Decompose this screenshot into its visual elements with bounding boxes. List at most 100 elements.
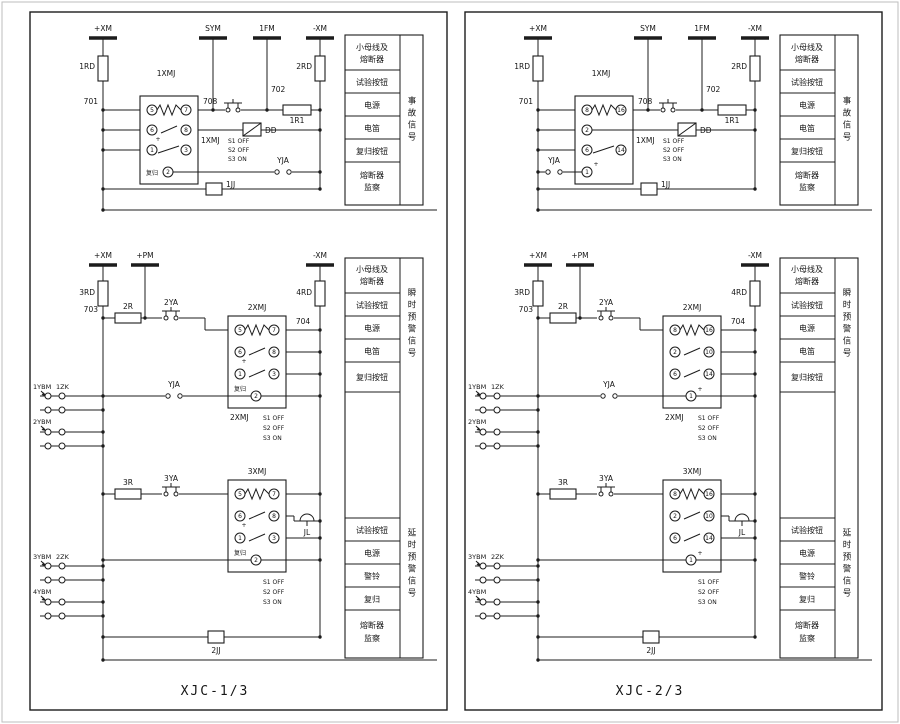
- legend-cell: 电源: [799, 548, 815, 558]
- relay-label: 1JJ: [661, 180, 670, 189]
- contact-number: 2: [254, 393, 258, 400]
- legend-cell: 电源: [364, 548, 380, 558]
- bus-label: +XM: [529, 24, 547, 33]
- junction-dots: [536, 108, 757, 212]
- legend-cell: 熔断器: [360, 54, 384, 64]
- bus-label: -XM: [313, 251, 327, 260]
- legend-cell: 监察: [364, 182, 380, 192]
- bus-plus-pm: +PM: [566, 251, 594, 318]
- contact-number: 3: [184, 147, 188, 154]
- relay-2jj: 2JJ: [207, 630, 225, 655]
- fuse-label: 3RD: [79, 288, 95, 297]
- bus-label: +XM: [529, 251, 547, 260]
- junction-dots: [101, 316, 322, 662]
- contact-number: 1: [238, 535, 242, 542]
- switch-state: S3 ON: [263, 599, 282, 606]
- legend-cell: 电笛: [364, 346, 380, 356]
- contact-number: 7: [184, 107, 188, 114]
- panel-caption: XJC-2/3: [616, 684, 685, 699]
- resistor-label: 3R: [123, 478, 133, 487]
- switch-state: S1 OFF: [263, 579, 285, 586]
- contact-number: 8: [585, 107, 589, 114]
- horn-label: DD: [700, 126, 712, 135]
- legend-cell: 试验按钮: [791, 525, 823, 535]
- bus-label: +XM: [94, 24, 112, 33]
- fuse-2rd: 2RD: [731, 55, 761, 189]
- button-label: 2YA: [599, 298, 614, 307]
- bus-label: 1FM: [694, 24, 710, 33]
- legend-cell: 电笛: [799, 123, 815, 133]
- wires: [103, 109, 437, 211]
- legend-cell: 试验按钮: [356, 525, 388, 535]
- legend-table-accident: 小母线及 熔断器 试验按钮 电源 电笛 复归按钮 熔断器 监察 事故信号: [344, 34, 424, 206]
- legend-cell: 电源: [364, 100, 380, 110]
- resistor-zigzag: [244, 487, 270, 501]
- legend-cell: 复归按钮: [791, 146, 823, 156]
- polarity-plus: +: [697, 386, 702, 393]
- resistor-label: 3R: [558, 478, 568, 487]
- bus-label: +PM: [571, 251, 588, 260]
- panel-xjc-2-3: +XM SYM 1FM 702 -XM 1RD 2RD 701 708 1XMJ…: [464, 11, 883, 711]
- resistor-1r1: 1R1: [717, 104, 747, 125]
- bell-label: JL: [303, 528, 311, 537]
- terminal-label-2zk: 2ZK: [56, 553, 70, 561]
- relay-label: 3XMJ: [683, 467, 702, 476]
- switch-state: S2 OFF: [698, 425, 720, 432]
- switch-state: S3 ON: [663, 156, 682, 163]
- contact-number: 6: [585, 147, 589, 154]
- legend-side-label: 延时预警信号: [841, 527, 851, 600]
- bus-sym: SYM: [199, 24, 227, 110]
- contact-number: 5: [238, 491, 242, 498]
- polarity-plus: +: [697, 550, 702, 557]
- bus-label: -XM: [748, 24, 762, 33]
- test-button-3ya: 3YA: [162, 474, 180, 497]
- button-label: 3YA: [599, 474, 614, 483]
- contact-number: 3: [272, 535, 276, 542]
- resistor-label: 2R: [123, 302, 133, 311]
- wire-number-708: 708: [203, 97, 218, 106]
- relay-side-label: 1XMJ: [636, 136, 655, 145]
- legend-cell: 电源: [364, 323, 380, 333]
- resistor-label: 1R1: [725, 116, 740, 125]
- relay-label: 2JJ: [646, 646, 655, 655]
- bus-sym: SYM: [634, 24, 662, 110]
- relay-side-label: 2XMJ: [665, 413, 684, 422]
- bus-label: +XM: [94, 251, 112, 260]
- bus-label: SYM: [640, 24, 656, 33]
- legend-cell: 警铃: [799, 571, 815, 581]
- legend-cell: 监察: [799, 182, 815, 192]
- resistor-3r: 3R: [114, 478, 142, 500]
- panel-border: [464, 11, 883, 711]
- bell-jl: JL: [299, 513, 315, 537]
- relay-1xmj: 1XMJ 8 16 2 6 14 1 +: [574, 69, 634, 185]
- contact-yja: YJA: [274, 156, 292, 175]
- resistor-zigzag: [244, 323, 270, 337]
- reset-label: 复归: [146, 169, 158, 177]
- contact-number: 5: [238, 327, 242, 334]
- legend-cell: 复归按钮: [356, 146, 388, 156]
- legend-cell: 复归: [364, 594, 380, 604]
- panel-border: [29, 11, 448, 711]
- terminal-label-2ybm: 2YBM: [468, 418, 486, 426]
- test-button-3ya: 3YA: [597, 474, 615, 497]
- switch-state: S1 OFF: [698, 415, 720, 422]
- horn-dd: DD: [677, 122, 712, 137]
- legend-cell: 监察: [799, 633, 815, 643]
- switch-state: S2 OFF: [698, 589, 720, 596]
- legend-cell: 熔断器: [360, 276, 384, 286]
- bus-1fm: 1FM 702: [688, 24, 721, 110]
- contact-number: 8: [184, 127, 188, 134]
- fuse-label: 1RD: [514, 62, 530, 71]
- resistor-zigzag: [679, 323, 705, 337]
- junction-dots: [536, 316, 757, 662]
- bus-label: 1FM: [259, 24, 275, 33]
- legend-cell: 电笛: [799, 346, 815, 356]
- relay-label: 2JJ: [211, 646, 220, 655]
- contact-number: 8: [272, 513, 276, 520]
- legend-cell: 熔断器: [795, 54, 819, 64]
- contact-yja: YJA: [600, 380, 618, 399]
- relay-label: 3XMJ: [248, 467, 267, 476]
- legend-cell: 监察: [364, 633, 380, 643]
- contact-number: 6: [673, 535, 677, 542]
